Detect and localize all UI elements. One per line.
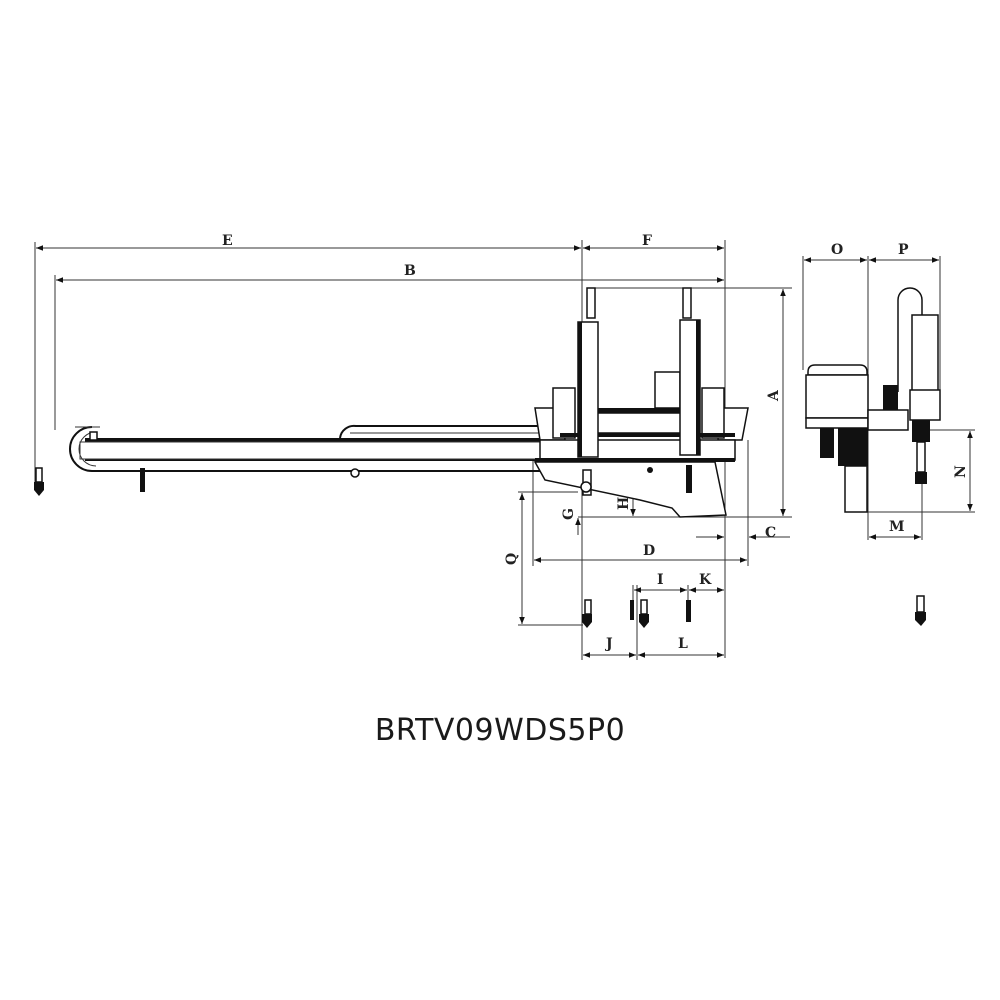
label-a: A — [766, 389, 782, 402]
traverse-beam — [69, 424, 546, 492]
carriage — [533, 371, 749, 518]
side-view: O P N M — [802, 242, 975, 540]
label-k: K — [699, 572, 712, 588]
label-o: O — [831, 242, 843, 258]
label-c: C — [765, 525, 776, 541]
side-body — [805, 287, 941, 513]
label-i: I — [657, 572, 664, 588]
front-view: E F B A C D G H Q I K J L — [34, 233, 926, 660]
label-h: H — [616, 497, 632, 510]
gripper-icons — [34, 467, 926, 628]
vertical-arm-sub — [679, 287, 701, 493]
label-m: M — [889, 519, 905, 535]
model-caption: BRTV09WDS5P0 — [374, 713, 626, 748]
side-dimension-lines — [804, 257, 973, 540]
label-p: P — [898, 242, 909, 258]
label-q: Q — [504, 553, 520, 565]
label-l: L — [678, 636, 688, 652]
label-e: E — [222, 233, 233, 249]
vertical-arm-main — [577, 287, 599, 496]
label-j: J — [604, 636, 613, 652]
label-n: N — [953, 465, 969, 478]
dimension-lines — [36, 245, 790, 658]
label-g: G — [561, 508, 577, 520]
label-b: B — [404, 263, 416, 279]
label-d: D — [643, 543, 655, 559]
label-f: F — [642, 233, 652, 249]
